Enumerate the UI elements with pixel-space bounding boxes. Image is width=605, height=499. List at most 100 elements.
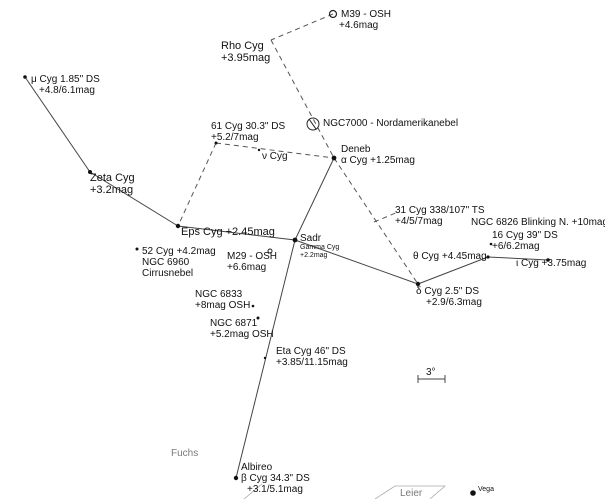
- ngc6826-name: NGC 6826 Blinking N. +10mag: [471, 217, 605, 228]
- star-eta: [263, 356, 267, 360]
- theta-name: θ Cyg +4.45mag: [413, 251, 487, 262]
- label-zeta: Zeta Cyg +3.2mag: [90, 172, 135, 196]
- fuchs-name: Fuchs: [171, 448, 199, 459]
- label-sadr: Sadr Gamma Cyg +2.2mag: [300, 233, 339, 260]
- line-theta-iota: [487, 256, 549, 261]
- line-eps-sadr: [177, 225, 296, 241]
- star-ngc6833: [251, 304, 255, 308]
- star-albireo: [233, 475, 239, 481]
- cyg31-name: 31 Cyg 338/107" TS: [395, 205, 485, 216]
- iota-name: ι Cyg +3.75mag: [516, 258, 587, 269]
- cyg52-name: 52 Cyg +4.2mag: [142, 246, 216, 257]
- star-iota: [546, 258, 550, 262]
- label-ngc6826: NGC 6826 Blinking N. +10mag: [471, 217, 605, 228]
- rho-name: Rho Cyg: [221, 40, 264, 52]
- star-theta: [486, 255, 490, 259]
- dash-61cyg-deneb: [215, 142, 335, 159]
- delta-name: δ Cyg 2.5" DS: [416, 286, 480, 297]
- constellation-lines: [24, 76, 549, 479]
- ngc6833-mag: +8mag OSH: [195, 300, 251, 311]
- star-ngc6871: [256, 316, 260, 320]
- dash-rho-deneb: [270, 39, 335, 159]
- line-sadr-deneb: [294, 157, 335, 241]
- label-ngc6871: NGC 6871 +5.2mag OSH: [210, 318, 274, 340]
- label-eta: Eta Cyg 46" DS +3.85/11.15mag: [276, 346, 348, 368]
- label-eps: Eps Cyg +2.45mag: [181, 226, 275, 238]
- star-vega: [470, 490, 476, 496]
- label-mu: μ Cyg 1.85" DS +4.8/6.1mag: [31, 74, 100, 96]
- line-sadr-delta: [294, 239, 419, 285]
- cyg52-ngc: NGC 6960: [142, 257, 190, 268]
- leier-name: Leier: [400, 488, 423, 499]
- label-deneb: Deneb α Cyg +1.25mag: [341, 144, 415, 166]
- albireo-line2: β Cyg 34.3" DS: [241, 473, 310, 484]
- m39-marker: [328, 9, 338, 19]
- sadr-mag: +2.2mag: [300, 252, 328, 259]
- sadr-name: Sadr: [300, 233, 322, 244]
- ngc6871-mag: +5.2mag OSH: [210, 329, 274, 340]
- cyg61-mag: +5.2/7mag: [211, 132, 259, 143]
- label-leier: Leier: [400, 488, 422, 499]
- dash-31cyg: [373, 211, 399, 223]
- dash-m39-rho: [270, 13, 334, 41]
- deep-sky-markers: [267, 9, 338, 254]
- label-31cyg: 31 Cyg 338/107" TS +4/5/7mag: [395, 205, 485, 227]
- label-albireo: Albireo β Cyg 34.3" DS +3.1/5.1mag: [241, 462, 310, 495]
- zeta-mag: +3.2mag: [90, 184, 134, 196]
- m29-mag: +6.6mag: [227, 262, 267, 273]
- m39-name: M39 - OSH: [341, 9, 392, 20]
- ngc6871-name: NGC 6871: [210, 318, 258, 329]
- label-61cyg: 61 Cyg 30.3" DS +5.2/7mag: [211, 121, 285, 143]
- star-deneb: [331, 155, 337, 161]
- label-nu: ν Cyg: [262, 151, 288, 162]
- rho-mag: +3.95mag: [221, 52, 271, 64]
- deneb-mag: α Cyg +1.25mag: [341, 155, 415, 166]
- label-ngc7000: NGC7000 - Nordamerikanebel: [323, 118, 458, 129]
- ngc6833-name: NGC 6833: [195, 289, 243, 300]
- label-delta: δ Cyg 2.5" DS +2.9/6.3mag: [416, 286, 482, 308]
- star-sadr: [292, 237, 298, 243]
- star-61cyg: [214, 141, 218, 145]
- label-iota: ι Cyg +3.75mag: [516, 258, 586, 269]
- sadr-sub: Gamma Cyg: [300, 244, 340, 251]
- cyg31-mag: +4/5/7mag: [395, 216, 443, 227]
- star-zeta: [88, 170, 92, 174]
- albireo-name: Albireo: [241, 462, 273, 473]
- label-m39: M39 - OSH +4.6mag: [339, 9, 392, 31]
- ngc7000-name: NGC7000 - Nordamerikanebel: [323, 118, 459, 129]
- dashed-guides: [177, 13, 419, 285]
- eta-mag: +3.85/11.15mag: [276, 357, 348, 368]
- deneb-name: Deneb: [341, 144, 371, 155]
- label-52cyg: 52 Cyg +4.2mag NGC 6960 Cirrusnebel: [142, 246, 216, 279]
- eps-name: Eps Cyg +2.45mag: [181, 226, 275, 238]
- label-ngc6833: NGC 6833 +8mag OSH: [195, 289, 250, 311]
- dash-61cyg-eps: [177, 142, 217, 227]
- line-delta-theta: [417, 256, 489, 285]
- label-rho: Rho Cyg +3.95mag: [221, 40, 270, 64]
- vega-name: Vega: [478, 486, 494, 493]
- label-m29: M29 - OSH +6.6mag: [227, 251, 277, 273]
- star-mu: [23, 75, 27, 79]
- label-16cyg: 16 Cyg 39" DS +6/6.2mag: [492, 230, 558, 252]
- m39-mag: +4.6mag: [339, 20, 379, 31]
- albireo-mag: +3.1/5.1mag: [247, 484, 303, 495]
- m29-name: M29 - OSH: [227, 251, 278, 262]
- mu-name: μ Cyg 1.85" DS: [31, 74, 100, 85]
- star-16cyg: [489, 242, 493, 246]
- nu-name: ν Cyg: [262, 151, 288, 162]
- ngc7000-marker: [306, 117, 320, 131]
- cyg61-name: 61 Cyg 30.3" DS: [211, 121, 286, 132]
- m29-marker: [267, 248, 273, 254]
- star-eps: [175, 223, 181, 229]
- scale-text: 3°: [426, 367, 436, 378]
- stars: [23, 75, 550, 496]
- line-mu-zeta: [24, 76, 91, 173]
- label-vega: Vega: [478, 486, 494, 494]
- label-theta: θ Cyg +4.45mag: [413, 251, 487, 262]
- cyg16-mag: +6/6.2mag: [492, 241, 540, 252]
- eta-name: Eta Cyg 46" DS: [276, 346, 346, 357]
- mu-mag: +4.8/6.1mag: [39, 85, 95, 96]
- scale-bar: [417, 375, 446, 383]
